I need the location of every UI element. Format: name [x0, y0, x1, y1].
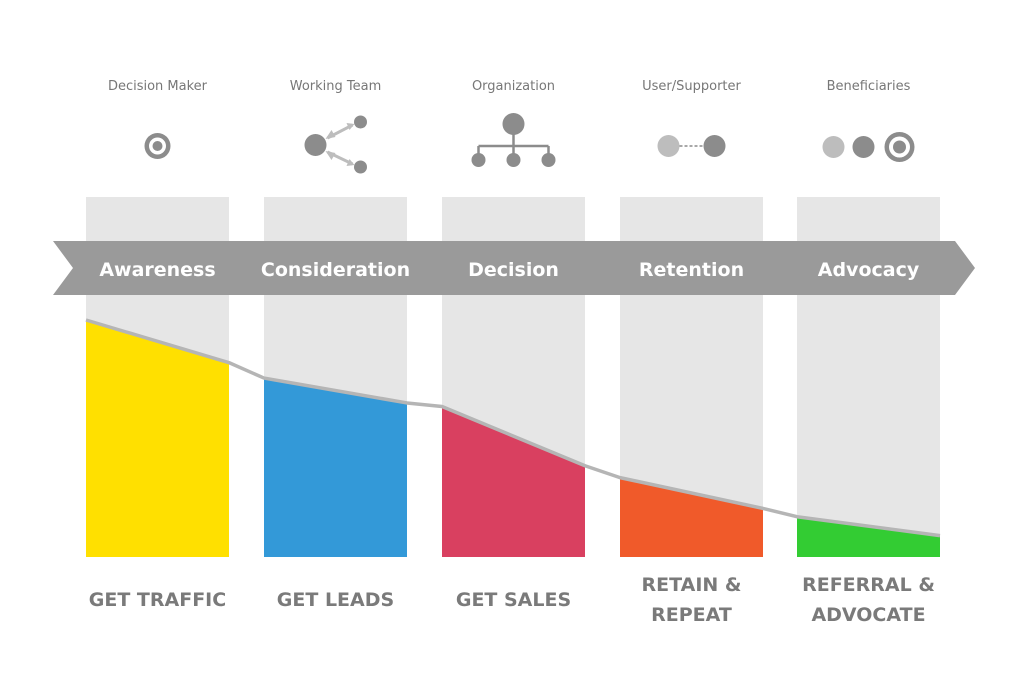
role-label: Working Team — [290, 79, 382, 94]
target-icon — [144, 133, 171, 159]
stage-fill-retention — [620, 477, 763, 557]
goal-label: REPEAT — [651, 604, 732, 626]
goal-label: GET SALES — [456, 589, 571, 611]
share-network-icon — [304, 115, 367, 174]
role-label: Decision Maker — [108, 79, 208, 94]
stage-fill-decision — [442, 406, 585, 557]
stage-fills — [86, 320, 940, 557]
stage-label: Decision — [468, 259, 559, 281]
goal-label: RETAIN & — [642, 574, 742, 596]
connected-nodes-icon — [657, 135, 726, 157]
stage-label: Retention — [639, 259, 744, 281]
role-icons — [144, 113, 915, 174]
role-label: Organization — [472, 79, 555, 94]
stage-fill-awareness — [86, 320, 229, 557]
stage-fill-advocacy — [797, 516, 940, 557]
stage-label: Consideration — [261, 259, 410, 281]
goal-label: ADVOCATE — [811, 604, 925, 626]
stage-fill-consideration — [264, 378, 407, 557]
role-label: User/Supporter — [642, 79, 741, 94]
org-chart-icon — [471, 113, 556, 167]
goal-label: REFERRAL & — [802, 574, 935, 596]
stage-label: Advocacy — [818, 259, 920, 281]
goal-label: GET LEADS — [277, 589, 394, 611]
dots-target-icon — [822, 132, 915, 162]
role-label: Beneficiaries — [827, 79, 911, 94]
stage-label: Awareness — [99, 259, 215, 281]
goal-label: GET TRAFFIC — [89, 589, 226, 611]
conversion-trend-line — [85, 318, 941, 538]
stage-arrow-band — [53, 241, 975, 295]
